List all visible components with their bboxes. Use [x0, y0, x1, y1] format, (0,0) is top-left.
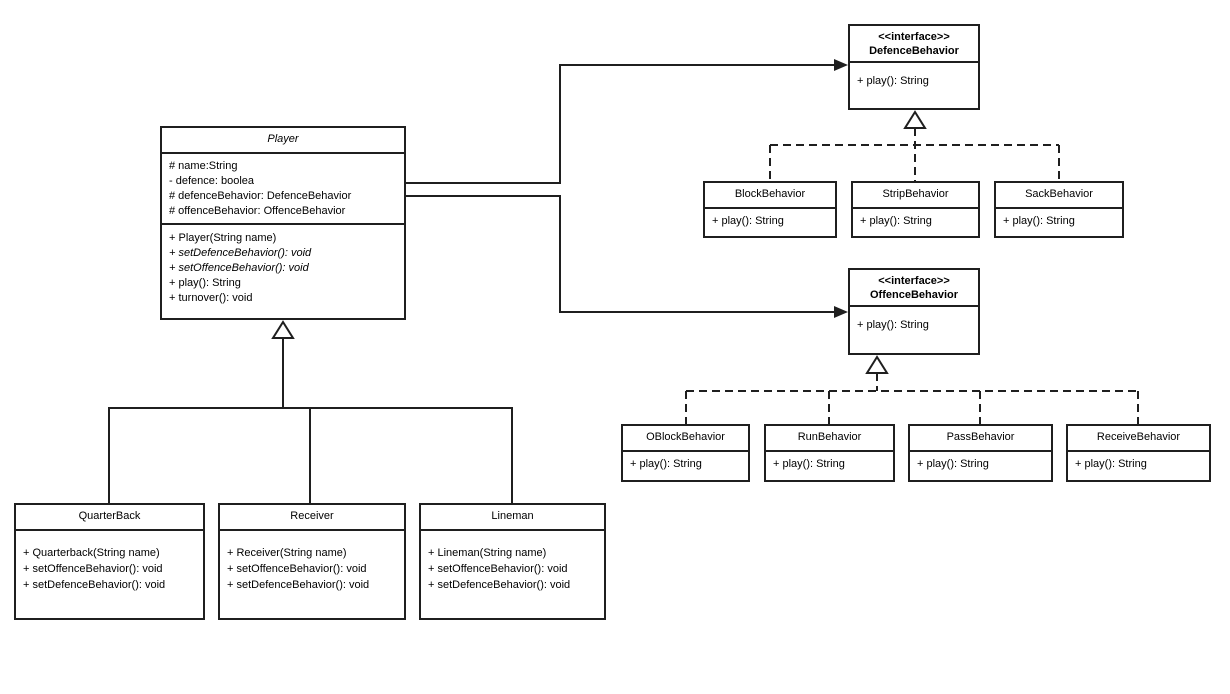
method-compartment: + Lineman(String name) + setOffenceBehav…: [421, 531, 604, 593]
attribute: # name:String: [169, 160, 238, 172]
class-name: OBlockBehavior: [623, 426, 748, 452]
method: + play(): String: [773, 458, 845, 470]
class-sackbehavior: SackBehavior + play(): String: [994, 181, 1124, 238]
method: + setDefenceBehavior(): void: [227, 579, 370, 591]
method: + play(): String: [917, 458, 989, 470]
method-compartment: + play(): String: [705, 209, 835, 229]
stereotype: <<interface>>: [878, 275, 950, 287]
class-name: ReceiveBehavior: [1068, 426, 1209, 452]
method: + setOffenceBehavior(): void: [169, 262, 309, 274]
filled-arrowhead-icon: [834, 59, 848, 71]
attribute: # defenceBehavior: DefenceBehavior: [169, 190, 352, 202]
method-compartment: + play(): String: [1068, 452, 1209, 472]
method: + setOffenceBehavior(): void: [23, 563, 163, 575]
class-stripbehavior: StripBehavior + play(): String: [851, 181, 980, 238]
method-compartment: + play(): String: [850, 307, 978, 333]
method: + Receiver(String name): [227, 547, 347, 559]
class-receivebehavior: ReceiveBehavior + play(): String: [1066, 424, 1211, 482]
hollow-triangle-icon: [865, 355, 889, 374]
method: + setDefenceBehavior(): void: [169, 247, 312, 259]
hollow-triangle-icon: [271, 320, 295, 339]
interface-title: <<interface>> OffenceBehavior: [850, 270, 978, 307]
attribute-compartment: # name:String - defence: boolea # defenc…: [162, 154, 404, 225]
filled-arrowhead-icon: [834, 306, 848, 318]
interface-name: OffenceBehavior: [869, 289, 959, 301]
method: + play(): String: [169, 277, 241, 289]
attribute: # offenceBehavior: OffenceBehavior: [169, 205, 346, 217]
method: + play(): String: [712, 215, 784, 227]
attribute: - defence: boolea: [169, 175, 255, 187]
realization-offencebehavior: [685, 355, 1139, 424]
method: + setDefenceBehavior(): void: [23, 579, 166, 591]
method: + turnover(): void: [169, 292, 253, 304]
method-compartment: + play(): String: [910, 452, 1051, 472]
realization-defencebehavior: [769, 110, 1060, 181]
method-compartment: + play(): String: [623, 452, 748, 472]
method: + setOffenceBehavior(): void: [227, 563, 367, 575]
interface-title: <<interface>> DefenceBehavior: [850, 26, 978, 63]
method: + play(): String: [857, 75, 929, 87]
class-name: Receiver: [220, 505, 404, 531]
method-compartment: + play(): String: [766, 452, 893, 472]
method-compartment: + Receiver(String name) + setOffenceBeha…: [220, 531, 404, 593]
generalization-subclasses-player: [108, 320, 513, 503]
class-name: Player: [162, 128, 404, 154]
method-compartment: + Player(String name) + setDefenceBehavi…: [162, 225, 404, 306]
method-compartment: + play(): String: [853, 209, 978, 229]
stereotype: <<interface>>: [878, 31, 950, 43]
class-name: StripBehavior: [853, 183, 978, 209]
association-player-offencebehavior: [406, 195, 848, 318]
method: + play(): String: [630, 458, 702, 470]
method: + play(): String: [857, 319, 929, 331]
association-player-defencebehavior: [406, 59, 848, 184]
class-lineman: Lineman + Lineman(String name) + setOffe…: [419, 503, 606, 620]
class-oblockbehavior: OBlockBehavior + play(): String: [621, 424, 750, 482]
interface-offencebehavior: <<interface>> OffenceBehavior + play(): …: [848, 268, 980, 355]
class-quarterback: QuarterBack + Quarterback(String name) +…: [14, 503, 205, 620]
class-blockbehavior: BlockBehavior + play(): String: [703, 181, 837, 238]
method: + setDefenceBehavior(): void: [428, 579, 571, 591]
interface-defencebehavior: <<interface>> DefenceBehavior + play(): …: [848, 24, 980, 110]
class-name: Lineman: [421, 505, 604, 531]
class-passbehavior: PassBehavior + play(): String: [908, 424, 1053, 482]
method: + play(): String: [860, 215, 932, 227]
class-player: Player # name:String - defence: boolea #…: [160, 126, 406, 320]
method: + Quarterback(String name): [23, 547, 160, 559]
class-runbehavior: RunBehavior + play(): String: [764, 424, 895, 482]
class-name: RunBehavior: [766, 426, 893, 452]
method-compartment: + play(): String: [996, 209, 1122, 229]
interface-name: DefenceBehavior: [869, 45, 959, 57]
class-name: QuarterBack: [16, 505, 203, 531]
class-name: BlockBehavior: [705, 183, 835, 209]
class-name: SackBehavior: [996, 183, 1122, 209]
hollow-triangle-icon: [903, 110, 927, 129]
method: + Player(String name): [169, 232, 277, 244]
method: + play(): String: [1075, 458, 1147, 470]
method-compartment: + play(): String: [850, 63, 978, 89]
class-name: PassBehavior: [910, 426, 1051, 452]
method: + Lineman(String name): [428, 547, 547, 559]
class-receiver: Receiver + Receiver(String name) + setOf…: [218, 503, 406, 620]
method: + play(): String: [1003, 215, 1075, 227]
method: + setOffenceBehavior(): void: [428, 563, 568, 575]
method-compartment: + Quarterback(String name) + setOffenceB…: [16, 531, 203, 593]
